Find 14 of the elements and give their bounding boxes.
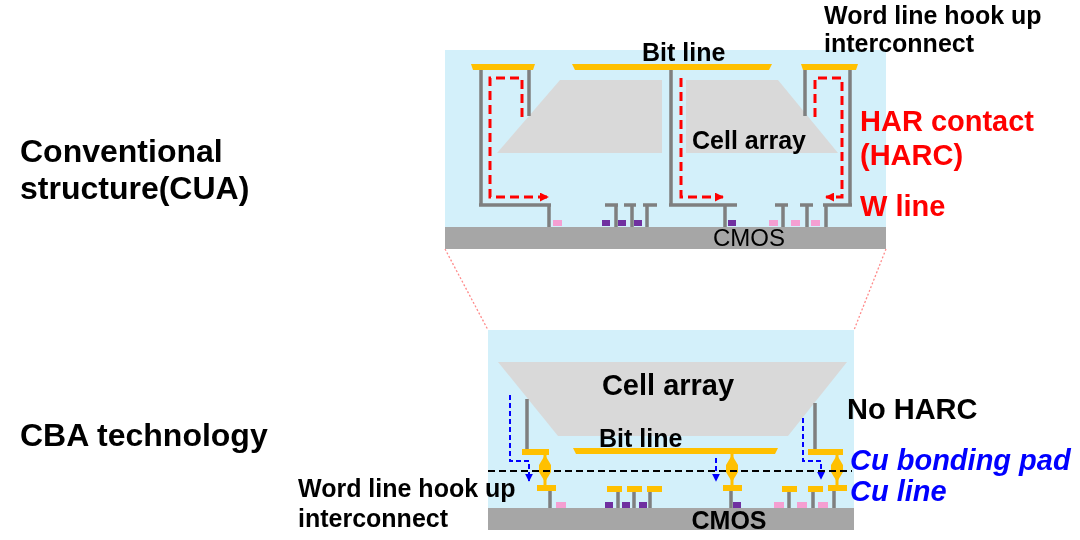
zoom-guide-line: [853, 248, 887, 331]
row-heading: CBA technology: [20, 417, 268, 454]
zoom-guide-line: [444, 248, 489, 331]
annotation-text: Cu line: [850, 475, 947, 507]
annotation-text: HAR contact (HARC): [860, 104, 1035, 172]
annotation-text: W line: [860, 189, 946, 223]
part-label: Bit line: [642, 38, 726, 66]
annotation-text: Cu bonding pad: [850, 444, 1071, 476]
annotation-text: Word line hook up interconnect: [824, 1, 1043, 57]
annotation-text: No HARC: [847, 392, 978, 426]
row-heading: Conventional structure(CUA): [20, 133, 251, 207]
cmos-substrate-layer: CMOS: [445, 227, 886, 249]
cell-array-block: Cell array: [497, 80, 838, 153]
cmos-substrate-layer: CMOS: [488, 508, 854, 530]
